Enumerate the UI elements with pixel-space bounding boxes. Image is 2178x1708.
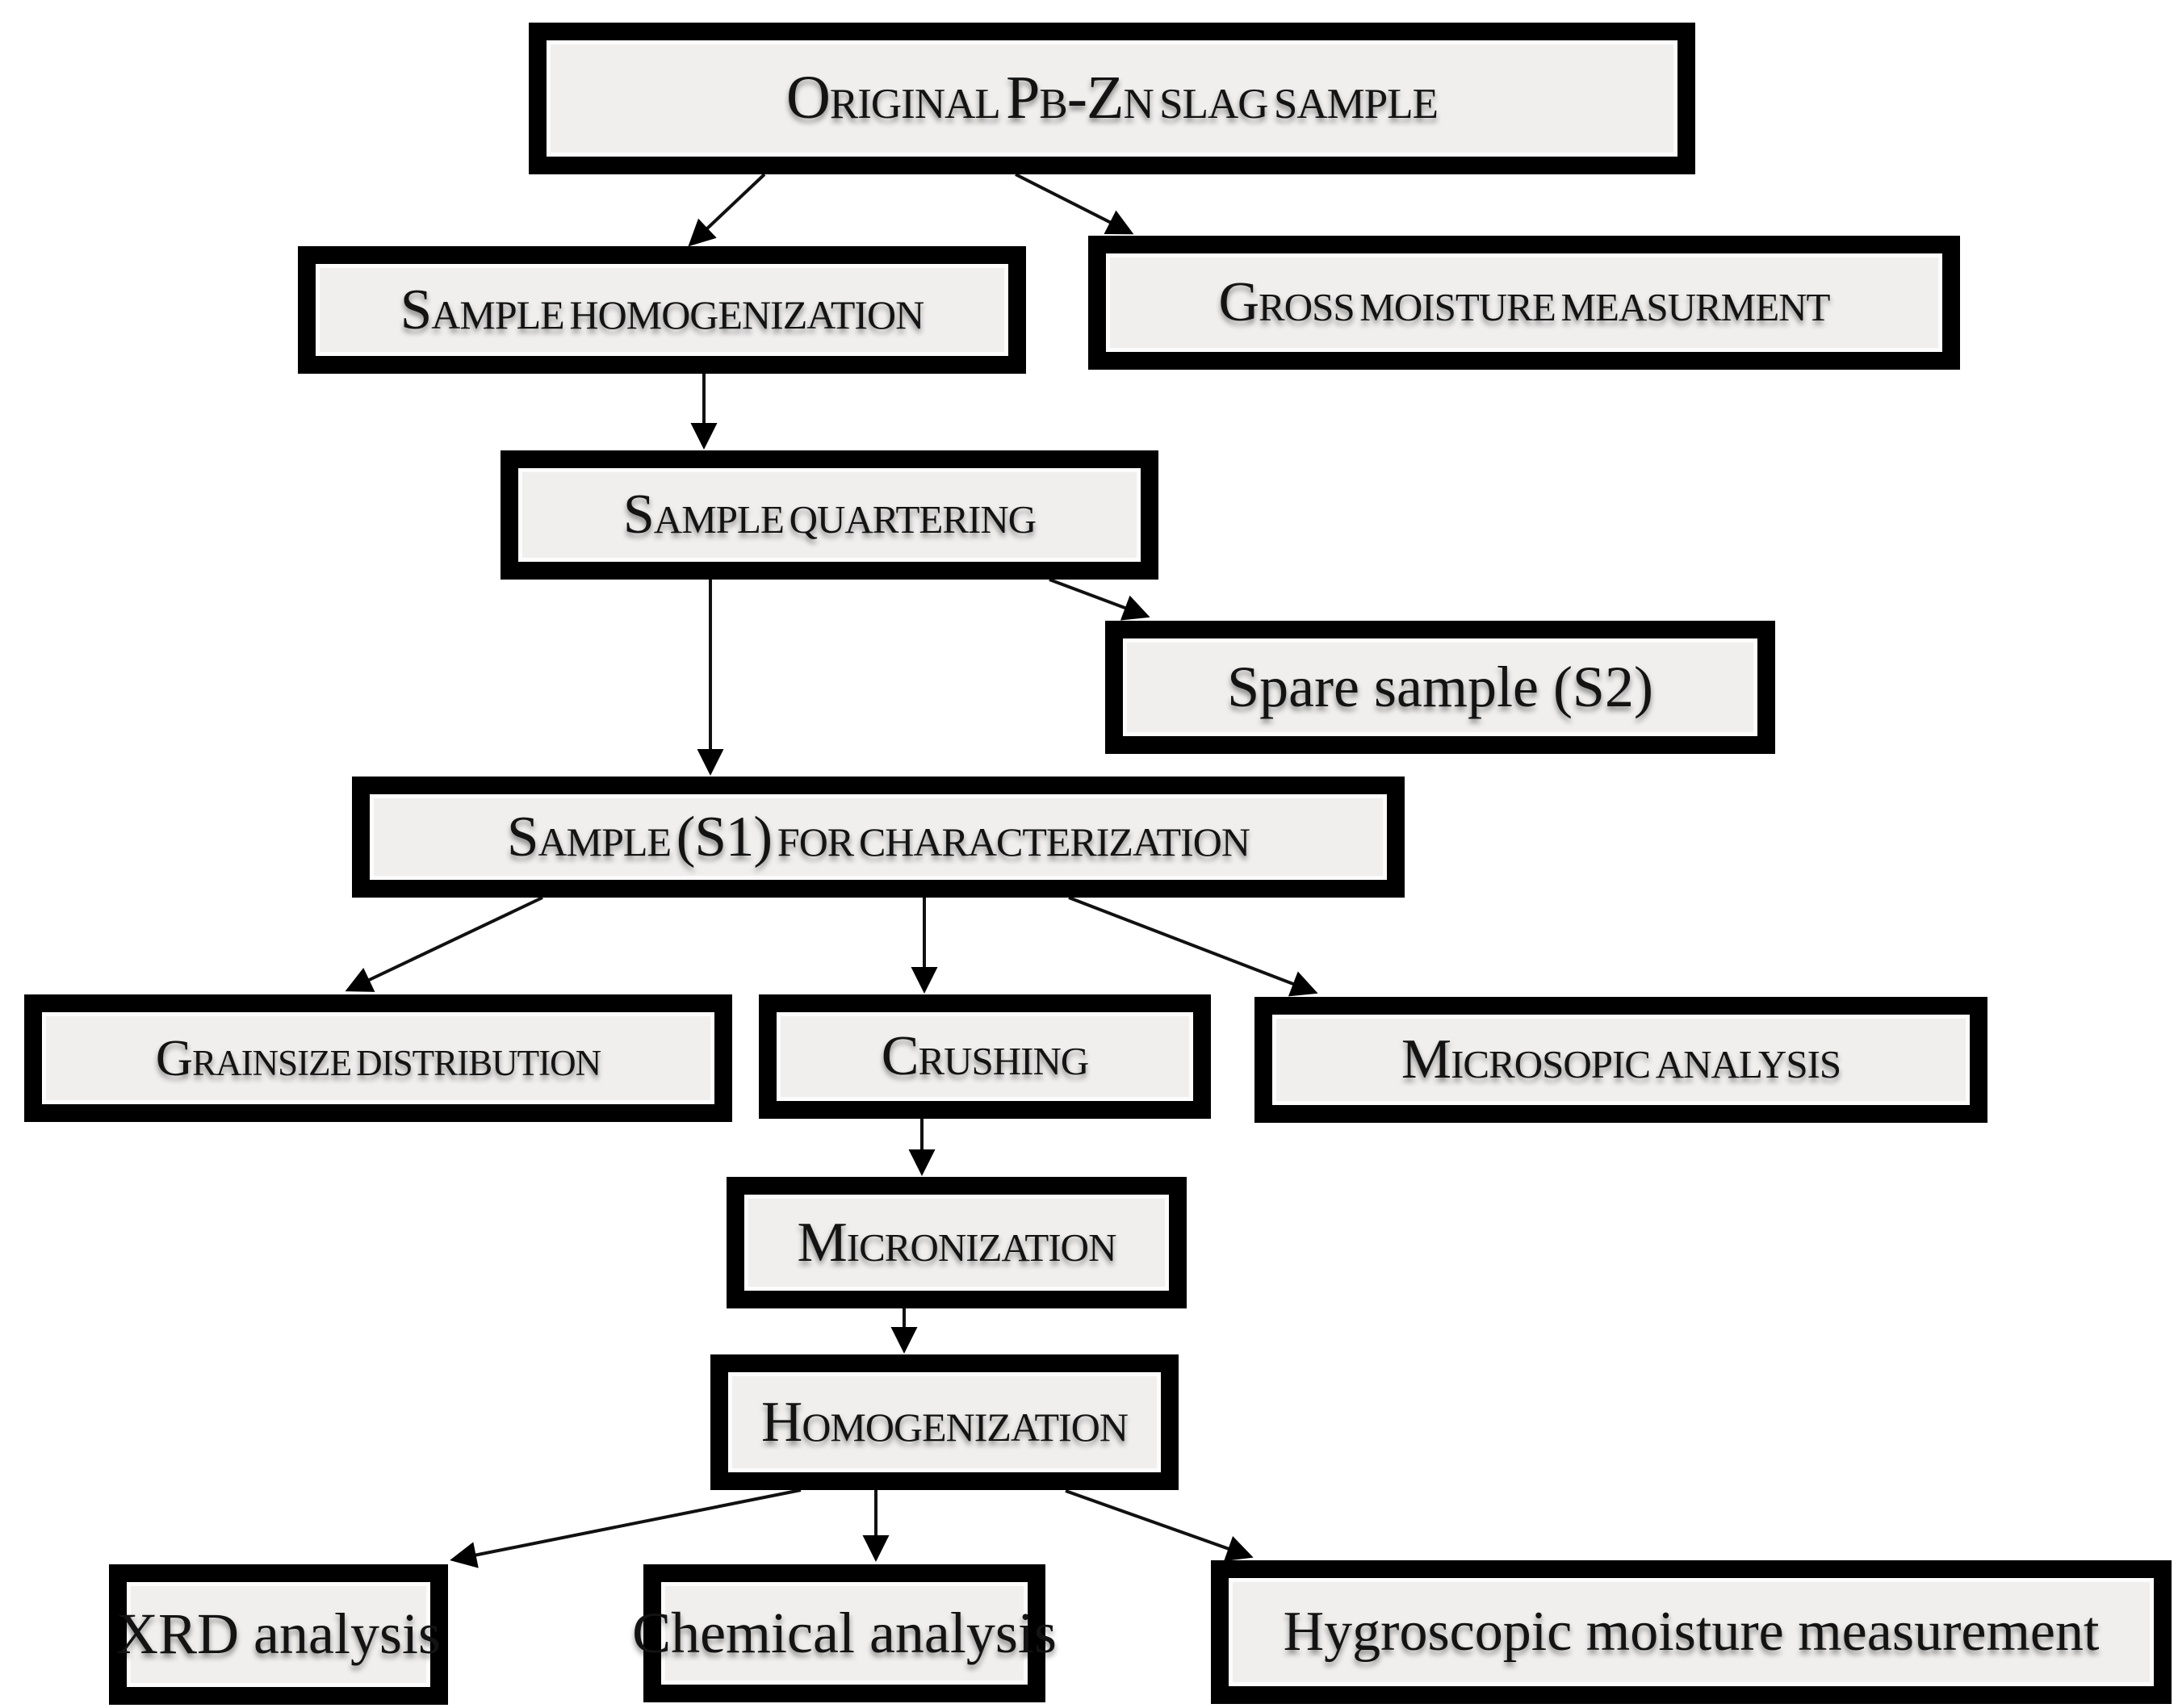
node-label: Sample quartering (622, 484, 1037, 546)
node-label: Sample (S1) for characterization (507, 805, 1250, 869)
node-spare-sample-s2: Spare sample (S2) (1105, 621, 1775, 754)
edge-original-to-sample-homogenization (688, 173, 766, 247)
edge-quartering-to-spare-sample (1049, 578, 1150, 621)
node-chemical-analysis: Chemical analysis (632, 1564, 1057, 1702)
node-label: Homogenization (761, 1390, 1129, 1454)
node-sample-quartering: Sample quartering (501, 450, 1158, 580)
node-label: Spare sample (S2) (1227, 654, 1653, 719)
node-label: Grainsize distribution (155, 1029, 601, 1087)
node-hygroscopic-moisture-measurement: Hygroscopic moisture measurement (1211, 1560, 2172, 1704)
node-label: XRD analysis (116, 1601, 441, 1667)
node-sample-s1-for-characterization: Sample (S1) for characterization (352, 777, 1405, 898)
node-label: Microsopic analysis (1401, 1028, 1841, 1091)
edge-s1-to-microscopic (1068, 896, 1318, 997)
node-sample-homogenization: Sample homogenization (298, 246, 1026, 374)
edge-s1-to-grainsize (345, 896, 543, 992)
node-homogenization: Homogenization (710, 1354, 1179, 1490)
node-label: Gross moisture measurment (1218, 271, 1830, 334)
edge-original-to-gross-moisture (1015, 173, 1134, 235)
node-micronization: Micronization (727, 1177, 1187, 1308)
node-gross-moisture-measurment: Gross moisture measurment (1088, 236, 1960, 370)
node-label: Chemical analysis (632, 1600, 1057, 1665)
node-label: Sample homogenization (400, 278, 924, 341)
node-label: Original Pb-Zn slag sample (786, 64, 1439, 132)
node-xrd-analysis: XRD analysis (109, 1564, 448, 1705)
node-original-pb-zn-slag-sample: Original Pb-Zn slag sample (529, 23, 1695, 174)
edge-homogenization-to-hygroscopic (1065, 1489, 1254, 1562)
node-grainsize-distribution: Grainsize distribution (24, 994, 732, 1122)
edge-homogenization-to-xrd (450, 1488, 802, 1568)
node-label: Micronization (797, 1211, 1117, 1274)
node-crushing: Crushing (759, 994, 1211, 1119)
node-microsopic-analysis: Microsopic analysis (1254, 997, 1987, 1123)
node-label: Hygroscopic moisture measurement (1283, 1601, 2100, 1664)
node-label: Crushing (881, 1025, 1089, 1088)
